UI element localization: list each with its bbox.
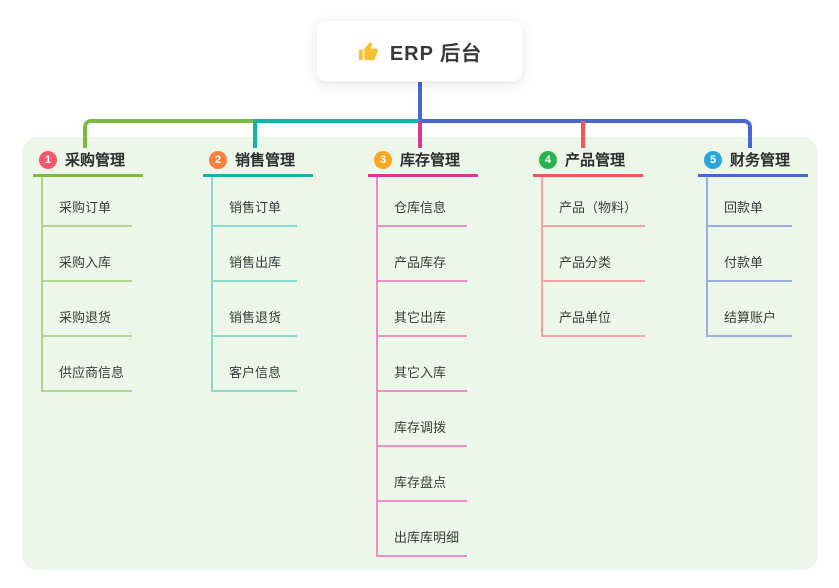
root-connector-line xyxy=(418,82,422,121)
branch-header-3[interactable]: 3 库存管理 xyxy=(368,145,478,177)
root-title: ERP 后台 xyxy=(389,42,483,65)
mindmap-item[interactable]: 销售退货 xyxy=(213,282,297,337)
branch-label: 库存管理 xyxy=(400,152,461,169)
mindmap-item[interactable]: 出库库明细 xyxy=(378,502,468,557)
branch-label: 财务管理 xyxy=(730,152,791,169)
root-node[interactable]: ERP 后台 xyxy=(316,20,523,82)
branch-items: 产品（物料）产品分类产品单位 xyxy=(541,177,646,337)
mindmap-item[interactable]: 其它入库 xyxy=(378,337,468,392)
branch-header-2[interactable]: 2 销售管理 xyxy=(203,145,313,177)
mindmap-item[interactable]: 采购入库 xyxy=(43,227,133,282)
mindmap-item[interactable]: 仓库信息 xyxy=(378,177,468,227)
branch-column-1: 1 采购管理采购订单采购入库采购退货供应商信息 xyxy=(33,145,153,392)
mindmap-item[interactable]: 销售订单 xyxy=(213,177,297,227)
mindmap-item[interactable]: 其它出库 xyxy=(378,282,468,337)
branch-column-4: 4 产品管理产品（物料）产品分类产品单位 xyxy=(533,145,653,337)
mindmap-item[interactable]: 库存盘点 xyxy=(378,447,468,502)
branch-label: 采购管理 xyxy=(65,152,126,169)
branch-items: 回款单付款单结算账户 xyxy=(706,177,792,337)
mindmap-item[interactable]: 产品分类 xyxy=(543,227,646,282)
mindmap-item[interactable]: 供应商信息 xyxy=(43,337,133,392)
branch-number-badge: 4 xyxy=(539,150,557,169)
mindmap-item[interactable]: 产品单位 xyxy=(543,282,646,337)
branches-panel xyxy=(22,137,818,570)
mindmap-item[interactable]: 回款单 xyxy=(708,177,792,227)
branch-number-badge: 5 xyxy=(704,150,722,169)
branch-header-1[interactable]: 1 采购管理 xyxy=(33,145,143,177)
branch-column-5: 5 财务管理回款单付款单结算账户 xyxy=(698,145,818,337)
mindmap-item[interactable]: 付款单 xyxy=(708,227,792,282)
branch-items: 仓库信息产品库存其它出库其它入库库存调拨库存盘点出库库明细 xyxy=(376,177,468,557)
mindmap-item[interactable]: 结算账户 xyxy=(708,282,792,337)
mindmap-item[interactable]: 采购退货 xyxy=(43,282,133,337)
branch-label: 销售管理 xyxy=(235,152,296,169)
branch-column-3: 3 库存管理仓库信息产品库存其它出库其它入库库存调拨库存盘点出库库明细 xyxy=(368,145,488,557)
branch4-connector-line xyxy=(581,121,585,148)
branch-number-badge: 2 xyxy=(209,150,227,169)
branch-column-2: 2 销售管理销售订单销售出库销售退货客户信息 xyxy=(203,145,323,392)
branch-number-badge: 1 xyxy=(39,150,57,169)
mindmap-item[interactable]: 库存调拨 xyxy=(378,392,468,447)
branch-items: 采购订单采购入库采购退货供应商信息 xyxy=(41,177,133,392)
mindmap-item[interactable]: 产品（物料） xyxy=(543,177,646,227)
branch-label: 产品管理 xyxy=(565,152,626,169)
branch3-connector-line xyxy=(418,121,422,148)
thumbs-up-icon xyxy=(357,40,380,63)
mindmap-item[interactable]: 销售出库 xyxy=(213,227,297,282)
branch-header-5[interactable]: 5 财务管理 xyxy=(698,145,808,177)
branch-items: 销售订单销售出库销售退货客户信息 xyxy=(211,177,297,392)
branch5-connector-line xyxy=(420,119,752,148)
mindmap-item[interactable]: 客户信息 xyxy=(213,337,297,392)
branch1-connector-line xyxy=(83,119,253,148)
branch2-connector-line xyxy=(253,119,420,148)
branch-number-badge: 3 xyxy=(374,150,392,169)
mindmap-item[interactable]: 采购订单 xyxy=(43,177,133,227)
branch-header-4[interactable]: 4 产品管理 xyxy=(533,145,643,177)
mindmap-item[interactable]: 产品库存 xyxy=(378,227,468,282)
